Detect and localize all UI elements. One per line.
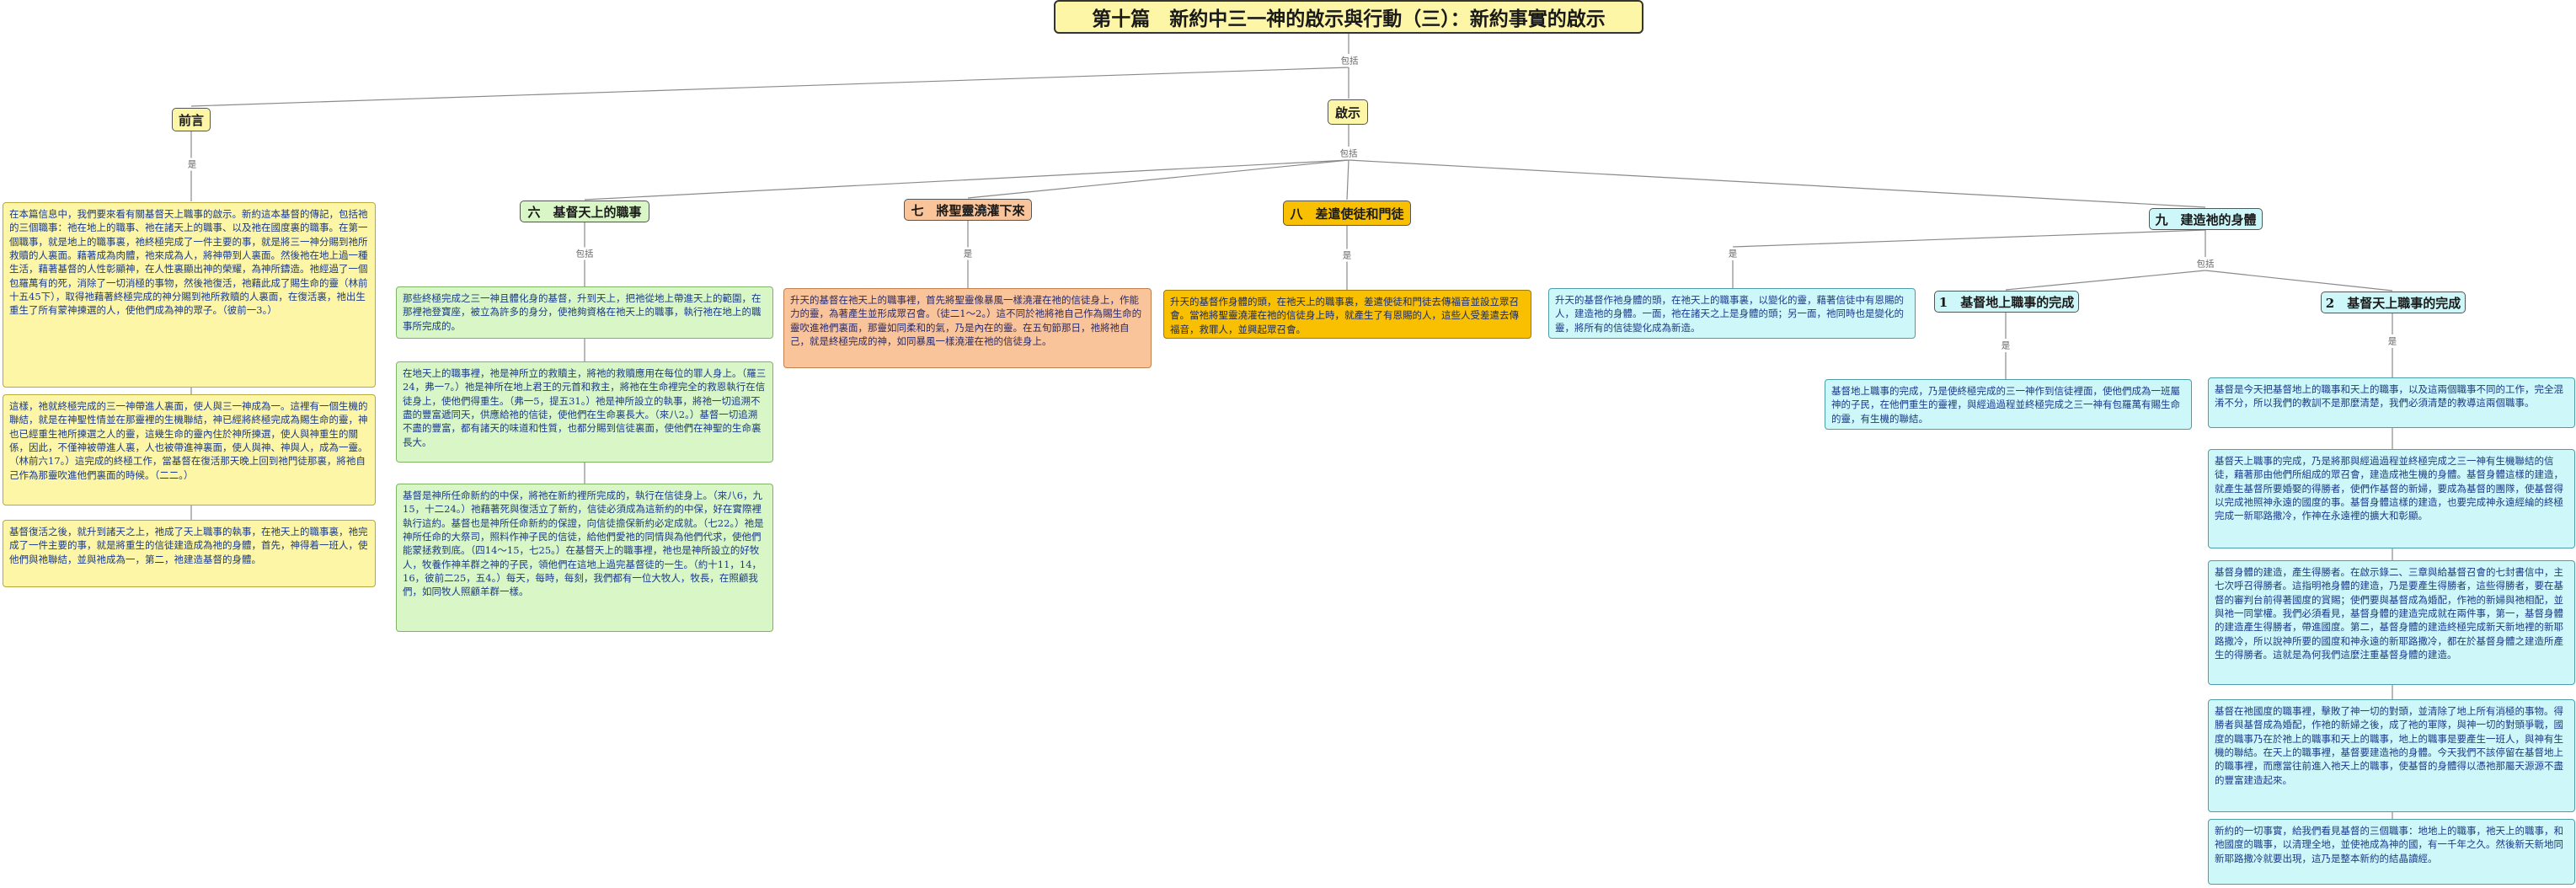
edge-label-includes: 包括 bbox=[1338, 147, 1360, 160]
connector-line bbox=[190, 67, 1349, 107]
intro-note-1: 在本篇信息中，我們要來看有關基督天上職事的啟示。新約這本基督的傳記，包括祂的三個… bbox=[3, 202, 376, 388]
intro-note-3: 基督復活之後，就升到諸天之上，祂成了天上職事的執事，在祂天上的職事裏，祂完成了一… bbox=[3, 520, 376, 587]
edge-label-is: 是 bbox=[1340, 249, 1354, 262]
node-heavenly-ministry[interactable]: 六 基督天上的職事 bbox=[520, 201, 649, 222]
edge-label-includes: 包括 bbox=[1339, 54, 1360, 67]
send-apostles-note: 升天的基督作身體的頭，在祂天上的職事裏，差遣使徒和門徒去傳福音並設立眾召會。當祂… bbox=[1163, 290, 1531, 339]
intro-note-2: 這樣，祂就終極完成的三一神帶進人裏面，使人與三一神成為一。這裡有一個生機的聯結，… bbox=[3, 394, 376, 506]
node-intro[interactable]: 前言 bbox=[172, 108, 211, 131]
connector-line bbox=[1346, 159, 1349, 201]
node-earthly-ministry-completion[interactable]: 1 基督地上職事的完成 bbox=[1934, 291, 2079, 313]
heavenly-completion-note-4: 基督在祂國度的職事裡，擊敗了神一切的對頭，並清除了地上所有消極的事物。得勝者與基… bbox=[2208, 699, 2575, 812]
connector-line bbox=[967, 159, 1349, 199]
heavenly-ministry-note-3: 基督是神所任命新約的中保，將祂在新約裡所完成的，執行在信徒身上。（來八6，九15… bbox=[396, 484, 773, 632]
heavenly-completion-note-3: 基督身體的建造，產生得勝者。在啟示錄二、三章與給基督召會的七封書信中，主七次呼召… bbox=[2208, 560, 2575, 685]
page-title: 第十篇 新約中三一神的啟示與行動（三）：新約事實的啟示 bbox=[1054, 0, 1643, 34]
node-heavenly-ministry-completion[interactable]: 2 基督天上職事的完成 bbox=[2321, 292, 2466, 313]
node-revelation[interactable]: 啟示 bbox=[1328, 99, 1368, 125]
heavenly-ministry-note-2: 在地天上的職事裡，祂是神所立的救贖主，將祂的救贖應用在每位的罪人身上。（羅三24… bbox=[396, 361, 773, 463]
earthly-ministry-note: 基督地上職事的完成，乃是使終極完成的三一神作到信徒裡面，使他們成為一班屬神的子民… bbox=[1825, 379, 2192, 430]
heavenly-ministry-note-1: 那些終極完成之三一神且體化身的基督，升到天上，把祂從地上帶進天上的範圍，在那裡祂… bbox=[396, 286, 773, 339]
connector-line bbox=[1348, 159, 2206, 208]
connector-line bbox=[2205, 270, 2393, 292]
build-body-note: 升天的基督作祂身體的頭，在祂天上的職事裏，以變化的靈，藉著信徒中有恩賜的人，建造… bbox=[1548, 288, 1916, 339]
connector-line bbox=[584, 159, 1349, 201]
edge-label-is: 是 bbox=[185, 158, 199, 171]
heavenly-completion-note-2: 基督天上職事的完成，乃是將那與經過過程並終極完成之三一神有生機聯結的信徒，藉著那… bbox=[2208, 449, 2575, 548]
edge-label-is: 是 bbox=[1726, 247, 1740, 260]
connector-line bbox=[2005, 270, 2206, 291]
edge-label-includes: 包括 bbox=[2194, 257, 2216, 270]
edge-label-includes: 包括 bbox=[574, 247, 596, 260]
edge-label-is: 是 bbox=[2386, 334, 2399, 348]
heavenly-completion-note-1: 基督是今天把基督地上的職事和天上的職事，以及這兩個職事不同的工作，完全混淆不分，… bbox=[2208, 377, 2575, 428]
edge-label-is: 是 bbox=[961, 247, 975, 260]
edge-label-is: 是 bbox=[1999, 339, 2012, 352]
pour-spirit-note: 升天的基督在祂天上的職事裡，首先將聖靈像暴風一樣澆灌在祂的信徒身上，作能力的靈，… bbox=[783, 288, 1152, 368]
connector-line bbox=[1732, 229, 2206, 248]
node-pour-spirit[interactable]: 七 將聖靈澆灌下來 bbox=[904, 199, 1032, 221]
heavenly-completion-note-5: 新約的一切事實，給我們看見基督的三個職事：地地上的職事，祂天上的職事，和祂國度的… bbox=[2208, 819, 2575, 885]
node-build-body[interactable]: 九 建造祂的身體 bbox=[2149, 208, 2263, 230]
node-send-apostles[interactable]: 八 差遣使徒和門徒 bbox=[1283, 201, 1411, 226]
